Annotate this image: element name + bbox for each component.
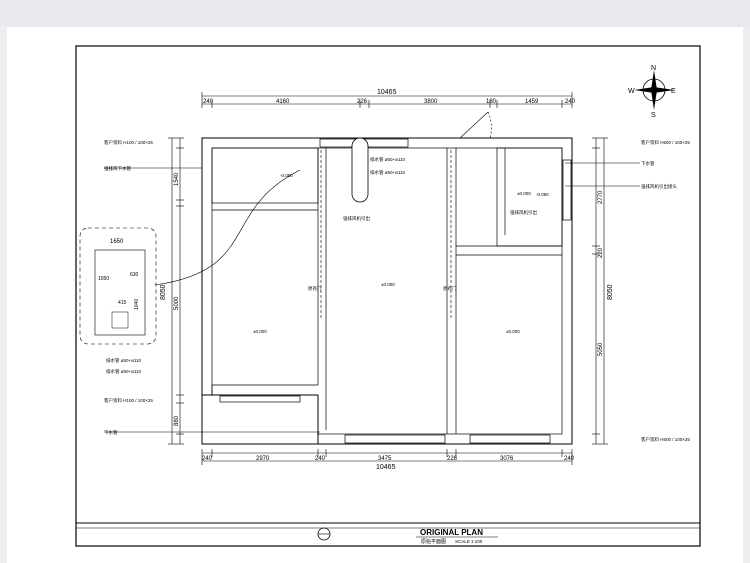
dim-bottom-seg-0: 240: [202, 456, 213, 462]
note-left-3: 下水管: [104, 429, 118, 436]
bottom-notch: [203, 395, 317, 443]
interior-walls: [211, 147, 563, 434]
dim-top-seg-2: 226: [357, 99, 368, 105]
title-scale: SCALE 1:100: [455, 539, 483, 544]
note-right-2: 强排风机引出接头: [641, 183, 677, 190]
outer-walls: [201, 137, 573, 445]
compass-icon: N S E W: [628, 65, 676, 119]
note-center-4: 原有门: [443, 285, 457, 292]
dims-bottom: [201, 449, 573, 465]
room-tag-2: ±0.000: [506, 329, 520, 334]
inset-dim-4: 1040: [134, 299, 140, 310]
inset-dim-1: 1050: [98, 276, 109, 282]
note-left-0: 客户资料 H100 / 100×25: [104, 139, 153, 146]
dim-top-seg-4: 180: [486, 99, 497, 105]
dim-right-total: 8050: [607, 284, 614, 300]
compass-e: E: [671, 88, 676, 95]
entry-door-icon: [459, 111, 492, 139]
dim-left-total: 8050: [160, 284, 167, 300]
note-right-0: 客户资料 H500 / 100×25: [641, 139, 690, 146]
note-center-1: 排水管 ø50+ø110: [370, 169, 406, 176]
pipe-column: [351, 137, 369, 203]
dim-bottom-seg-4: 226: [447, 456, 458, 462]
dim-top-seg-5: 1459: [525, 99, 539, 105]
dims-right: [592, 137, 608, 445]
room-tag-4: -0.050: [280, 173, 293, 178]
inset-label-1: 排水管 ø50+ø110: [106, 368, 142, 375]
title-en: ORIGINAL PLAN: [420, 528, 483, 537]
note-left-1: 强排风下水管: [104, 165, 131, 172]
dim-right-seg-3: 5050: [598, 342, 604, 356]
room-tag-0: ±0.000: [253, 329, 267, 334]
compass-s: S: [651, 112, 656, 119]
dim-bottom-seg-3: 3475: [378, 456, 392, 462]
room-tag-1: ±0.000: [381, 282, 395, 287]
note-right-1: 下水管: [641, 160, 655, 167]
note-center-0: 排水管 ø50+ø110: [370, 156, 406, 163]
room-tag-5: -0.050: [536, 192, 549, 197]
note-center-3: 原有门: [308, 285, 322, 292]
dim-bottom-seg-6: 240: [564, 456, 575, 462]
dim-top-seg-1: 4160: [276, 99, 290, 105]
inset-dim-3: 415: [118, 300, 127, 306]
sheet-border: [75, 45, 701, 547]
leader-curve: [154, 169, 301, 286]
note-right-3: 客户资料 H500 / 100×25: [641, 436, 690, 443]
dim-right-seg-2: 220: [598, 247, 604, 258]
dim-top-total: 10465: [377, 89, 397, 96]
compass-n: N: [651, 65, 656, 72]
inset-frame: [79, 227, 157, 345]
dim-left-seg-3: 5000: [174, 296, 180, 310]
dims-left: [168, 137, 184, 445]
inset-dim-0: 1650: [110, 239, 124, 245]
inset-dim-2: 630: [130, 272, 139, 278]
title-cn: 原始平面图: [421, 538, 446, 545]
drawing-sheet: [7, 27, 743, 563]
note-left-2: 客户资料 H100 / 100×25: [104, 397, 153, 404]
dim-right-seg-1: 2770: [598, 190, 604, 204]
windows: [219, 138, 572, 444]
dim-bottom-seg-1: 2970: [256, 456, 270, 462]
dim-top-seg-0: 240: [203, 99, 214, 105]
note-center-2: 强排风机引出: [343, 215, 370, 222]
dims-top: [201, 92, 573, 108]
dim-left-seg-5: 880: [174, 415, 180, 426]
dim-top-seg-6: 240: [565, 99, 576, 105]
room-tag-3: ±0.000: [517, 191, 531, 196]
dashed-partitions: [320, 150, 452, 320]
viewer-toolbar: [0, 0, 750, 27]
dim-bottom-seg-5: 3076: [500, 456, 514, 462]
note-center-5: 强排风机引出: [510, 209, 537, 216]
dim-left-seg-1: 1540: [174, 172, 180, 186]
dim-bottom-seg-2: 240: [315, 456, 326, 462]
inset-label-0: 排水管 ø50+ø110: [106, 357, 142, 364]
dim-top-seg-3: 3800: [424, 99, 438, 105]
compass-w: W: [628, 88, 635, 95]
dim-bottom-total: 10465: [376, 464, 396, 471]
